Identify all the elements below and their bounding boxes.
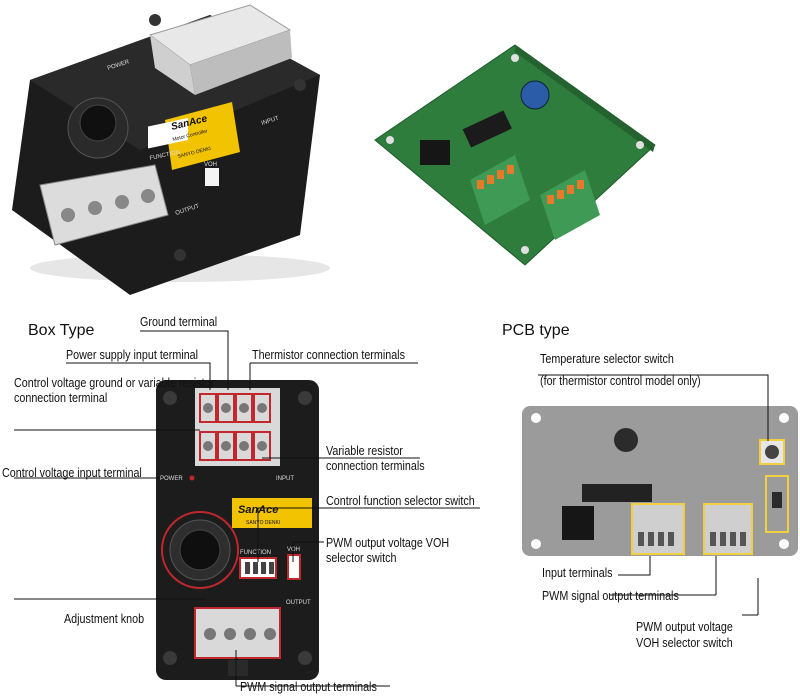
chip [462, 110, 512, 148]
ground-terminal-highlight [217, 393, 235, 423]
ground-terminal-label: Ground terminal [140, 315, 218, 329]
voh-selector-switch [287, 554, 301, 580]
inductor-icon [520, 80, 550, 110]
variable-resistor-terminal-highlight [235, 431, 253, 461]
control-voltage-ground-label: Control voltage ground or variable resis… [14, 376, 215, 405]
adjustment-knob-highlight [161, 511, 239, 589]
adjustment-knob-icon [79, 104, 117, 142]
input-terminal-block [195, 388, 280, 466]
box-type-leader-lines [14, 330, 480, 687]
chip [582, 484, 652, 502]
pwm-signal-output-label: PWM signal output terminals [240, 680, 377, 694]
power-supply-terminal-highlight [199, 393, 217, 423]
pwm-voh-pcb-label-1: PWM output voltage [636, 620, 733, 634]
voh-switch [205, 168, 219, 186]
panel-output-label: OUTPUT [286, 600, 311, 606]
panel-voh-label: VOH [287, 547, 300, 553]
pcb-unit-photo [374, 44, 656, 266]
pcb-type-leader-lines [538, 374, 769, 616]
panel-power-label: POWER [160, 476, 183, 482]
brand-label [232, 498, 312, 528]
photo-voh-label: VOH [204, 162, 217, 168]
control-voltage-input-label: Control voltage input terminal [2, 466, 142, 480]
box-type-heading: Box Type [28, 322, 95, 339]
thermistor-connection-label: Thermistor connection terminals [252, 348, 405, 362]
pwm-voh-pcb-label-2: VOH selector switch [636, 636, 733, 650]
adjustment-knob-label: Adjustment knob [64, 612, 145, 626]
pcb-board-diagram [522, 406, 798, 556]
panel-maker: SANYO DENKI [246, 520, 280, 526]
leader-ground [140, 330, 229, 390]
control-voltage-terminal-highlight [199, 431, 217, 461]
power-led-icon [189, 475, 195, 481]
control-function-selector-label: Control function selector switch [326, 494, 475, 508]
power-supply-input-label: Power supply input terminal [66, 348, 199, 362]
box-unit-photo: POWER INPUT OUTPUT FUNCTION VOH SanAce M… [12, 4, 330, 295]
panel-function-label: FUNCTION [240, 550, 271, 556]
input-terminals-label: Input terminals [542, 566, 613, 580]
box-panel-diagram: POWER INPUT OUTPUT FUNCTION VOH SanAce S… [156, 380, 319, 680]
dip-switch [148, 118, 188, 149]
pwm-voh-selector-label: PWM output voltage VOH selector switch [326, 536, 450, 565]
photo-input-label: INPUT [261, 116, 280, 127]
adjustment-knob-icon [179, 529, 221, 571]
connector-output [540, 170, 600, 240]
pwm-signal-output-pcb-label: PWM signal output terminals [542, 589, 679, 603]
inductor-icon [614, 428, 638, 452]
variable-resistor-label: Variable resistor connection terminals [326, 444, 425, 473]
temp-selector-label-1: Temperature selector switch [540, 352, 674, 366]
regulator [420, 140, 450, 165]
front-terminal-block [39, 164, 169, 246]
regulator [562, 506, 594, 540]
temp-selector-label-2: (for thermistor control model only) [540, 374, 701, 388]
panel-input-label: INPUT [276, 476, 294, 482]
connector-input [470, 155, 530, 225]
pcb-type-heading: PCB type [502, 322, 570, 339]
voh-selector-switch [765, 475, 789, 533]
thermistor-terminal-highlight [253, 393, 271, 423]
